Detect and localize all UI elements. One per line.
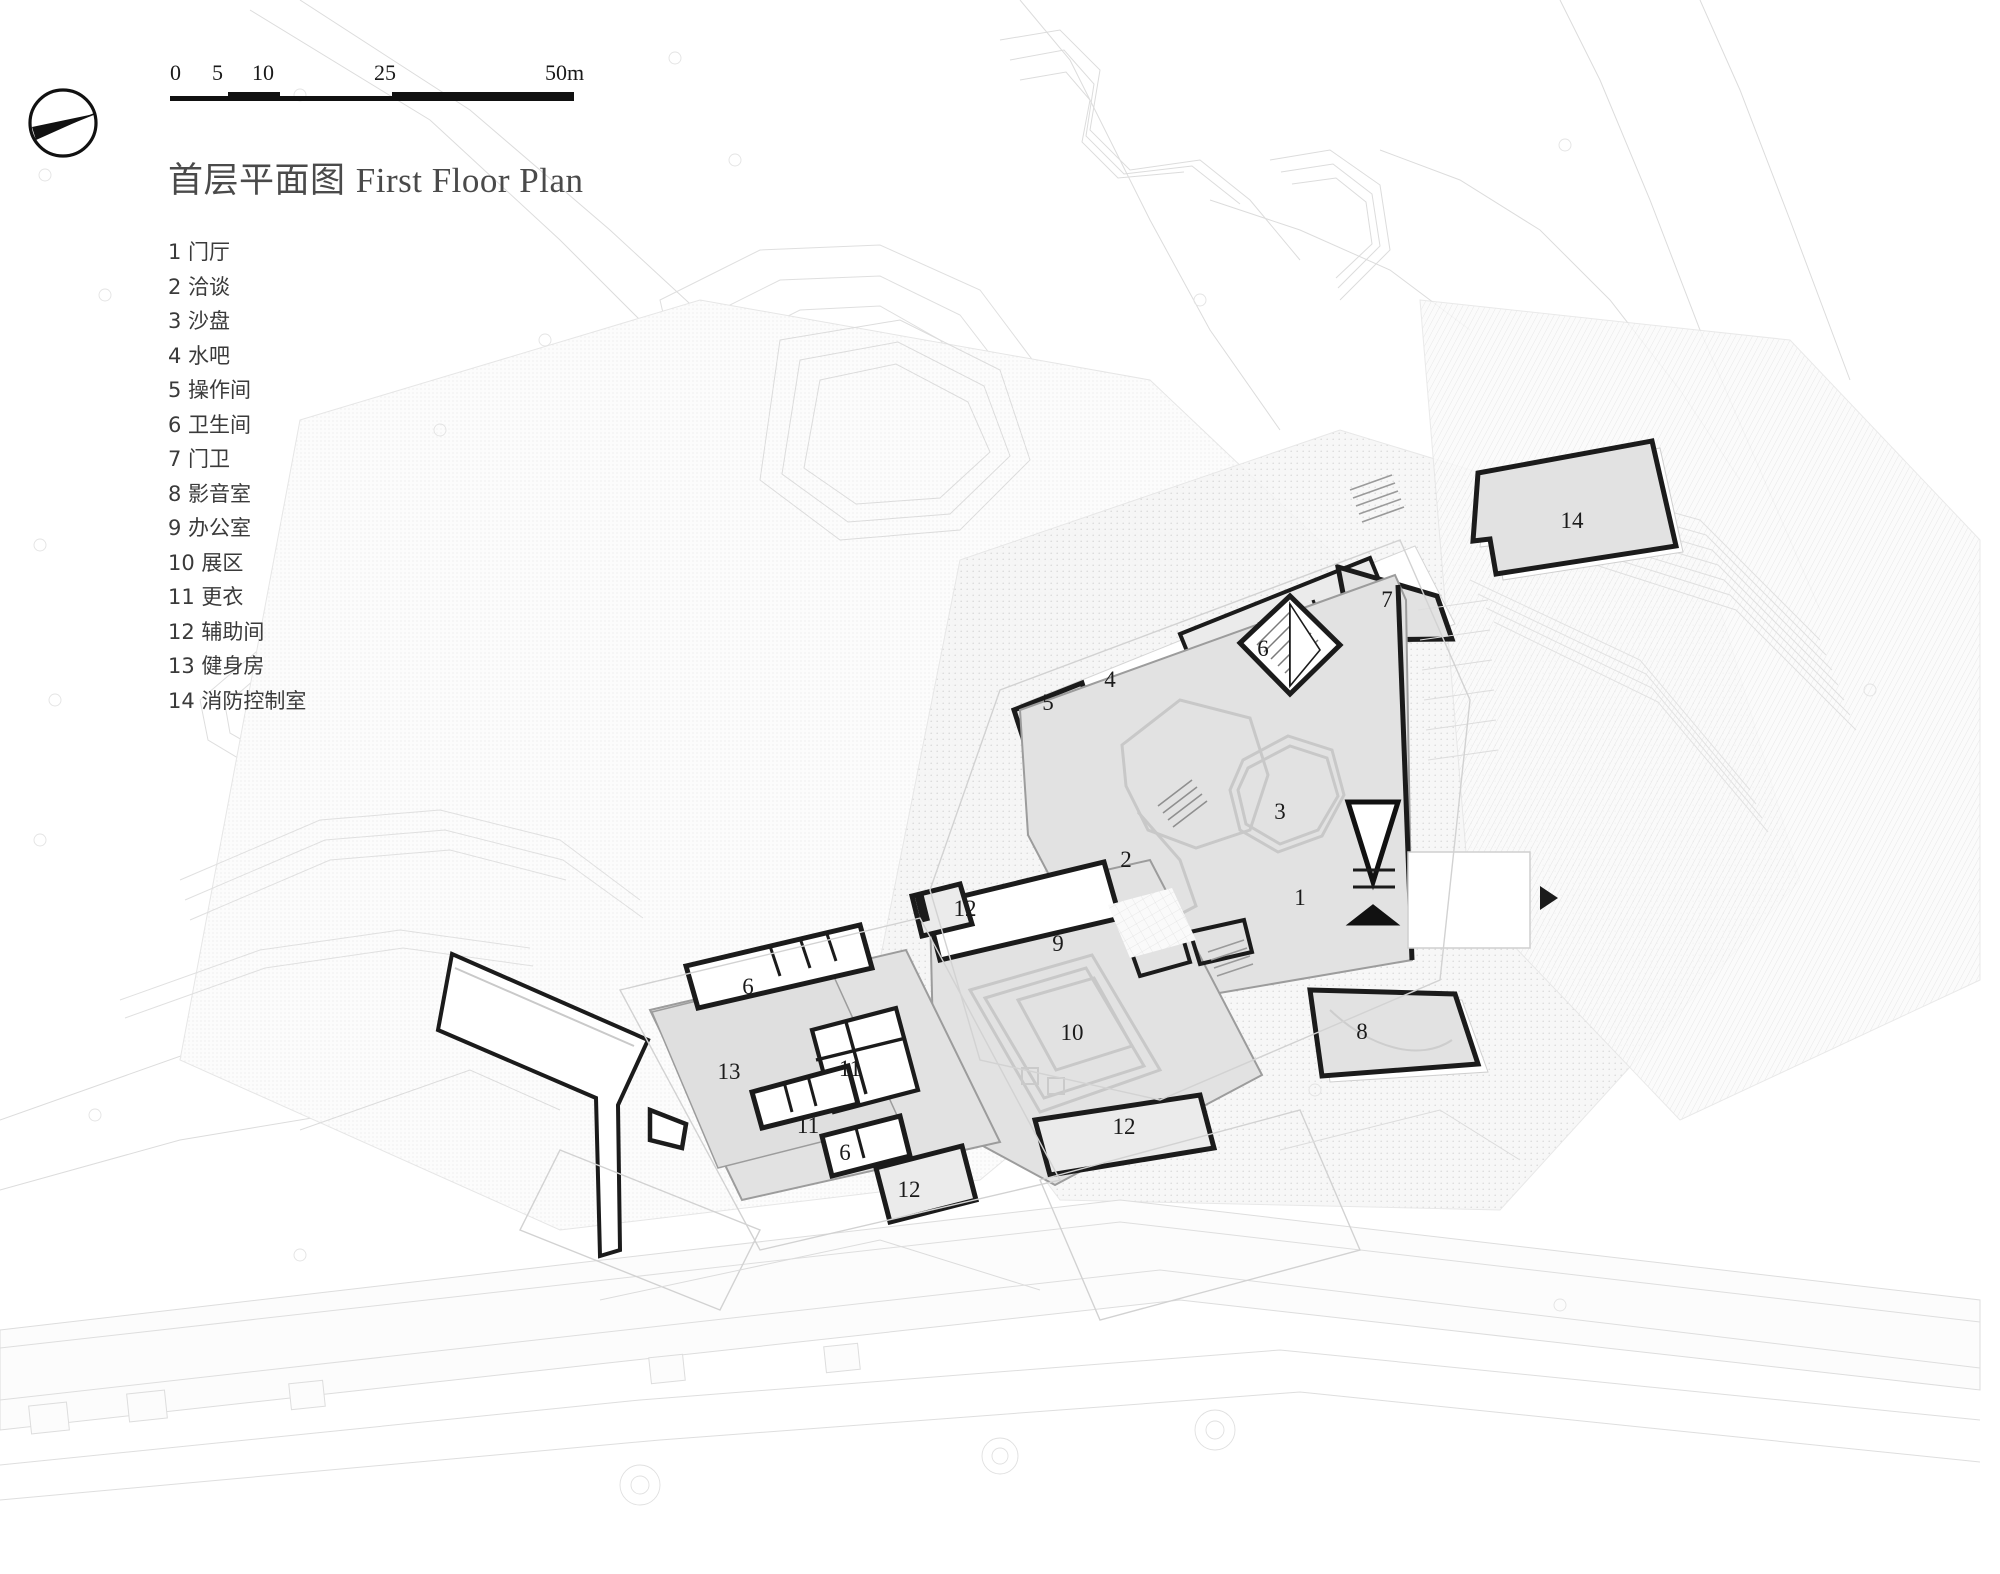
site-context-layer [0,0,1981,1506]
building-west-block [435,922,1002,1259]
building-block-14 [1470,438,1684,581]
building-av-wing-8 [1307,987,1489,1083]
building-layer [299,438,1684,1321]
building-exhibition-block [908,858,1264,1187]
